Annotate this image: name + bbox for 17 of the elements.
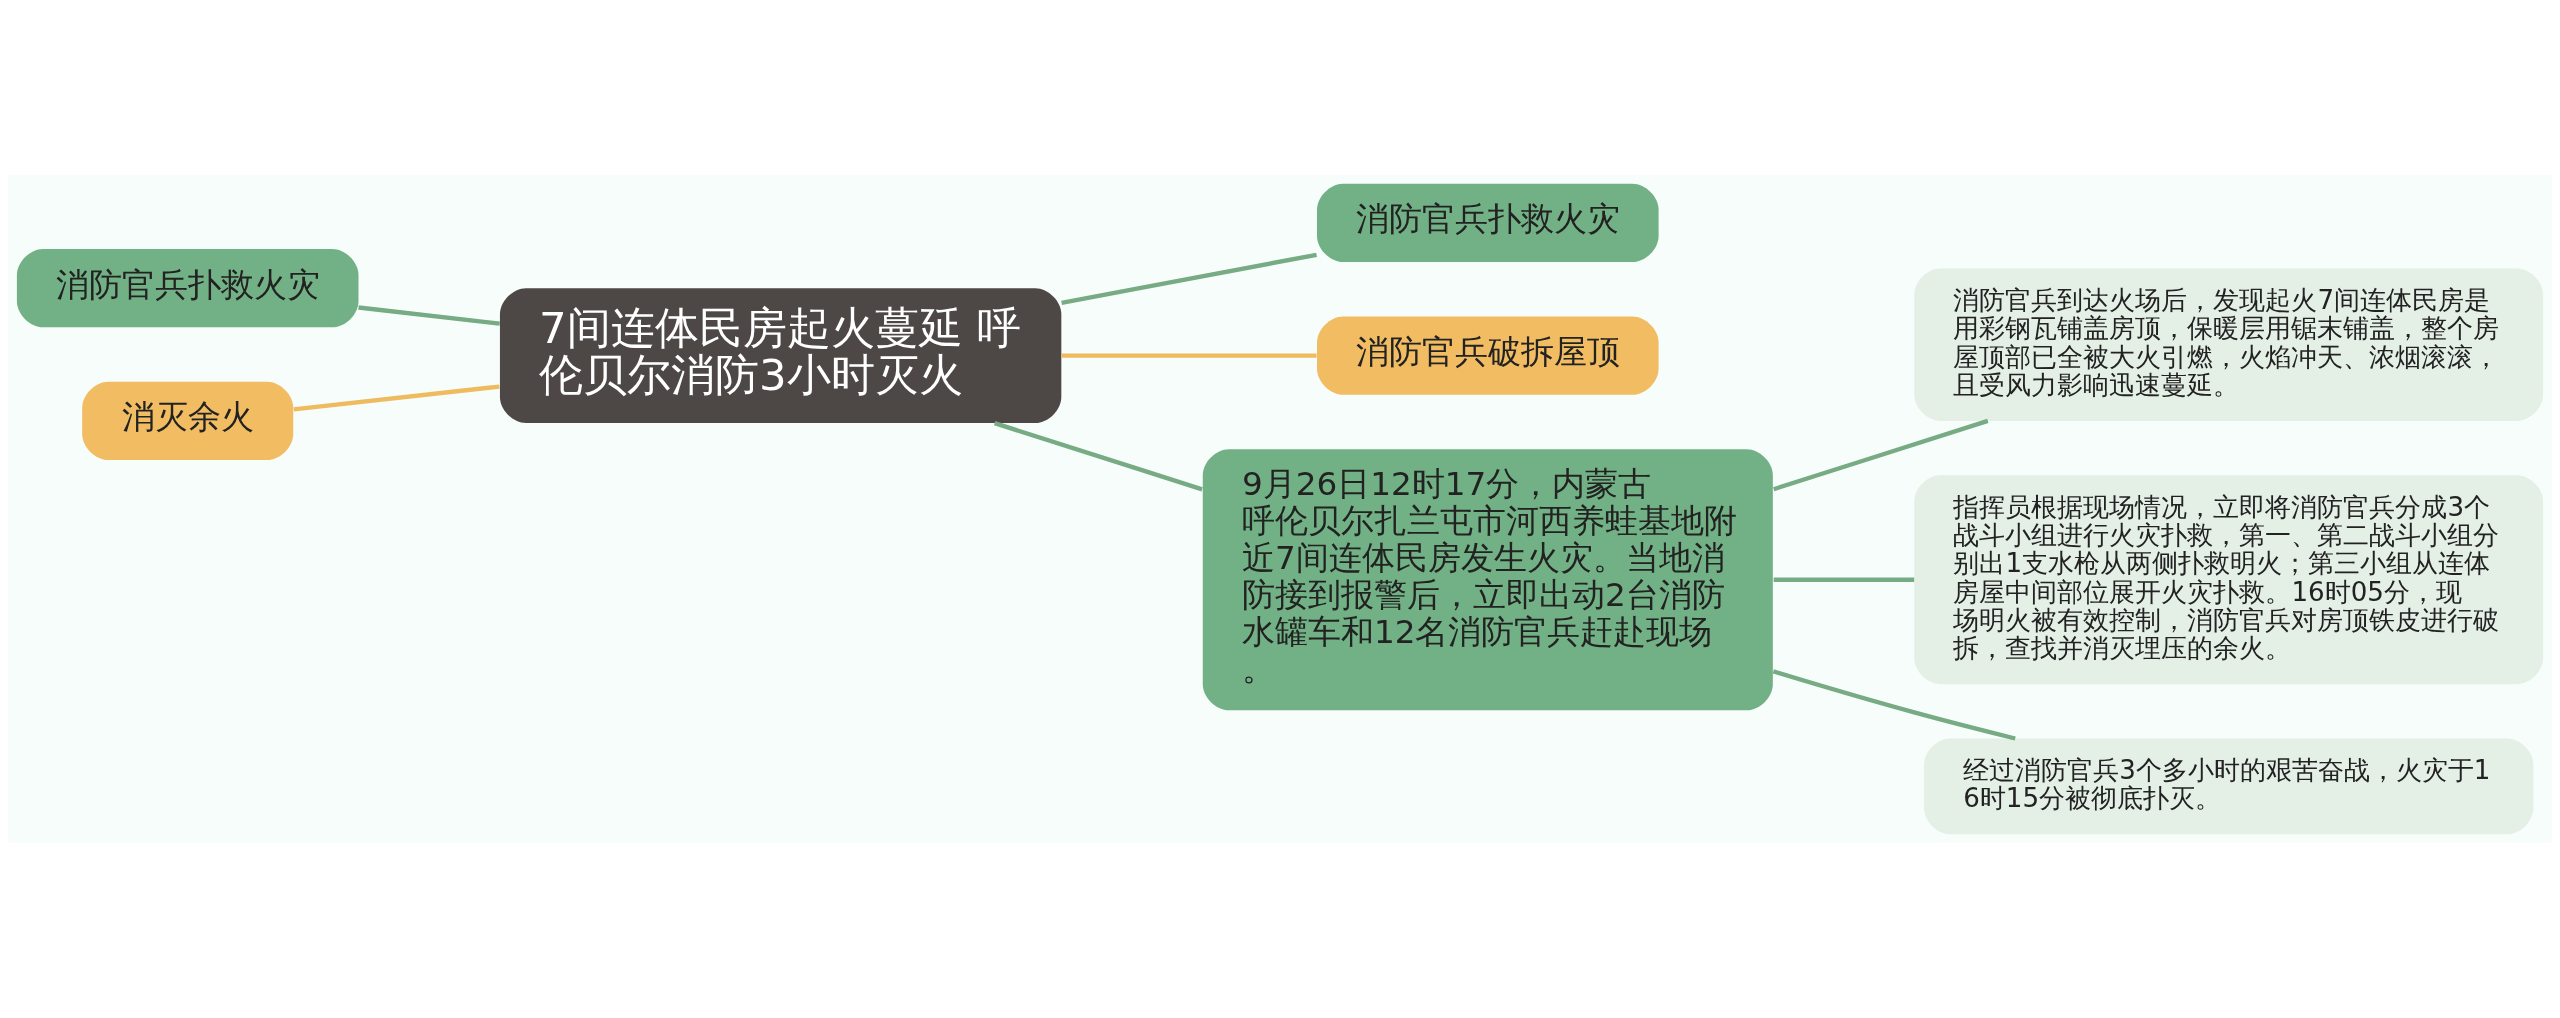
node-box: 消防官兵扑救火灾: [1317, 183, 1659, 263]
node-box: 消灭余火: [82, 381, 294, 461]
node-box: 经过消防官兵3个多小时的艰苦奋战，火灾于16时15分被彻底扑灭。: [1924, 738, 2534, 835]
connector: [1773, 418, 1989, 492]
connector: [1061, 252, 1317, 306]
node-box: 消防官兵到达火场后，发现起火7间连体民房是用彩钢瓦铺盖房顶，保暖层用锯末铺盖，整个房屋顶部已全被大火引燃，火焰冲天、浓烟滚滚，且受风力影响迅速蔓延。: [1914, 268, 2544, 421]
connector: [1772, 669, 2016, 741]
connector: [1773, 577, 1915, 582]
connector: [993, 421, 1203, 492]
connector: [293, 384, 500, 412]
connector: [1061, 353, 1317, 358]
node-box: 7间连体民房起火蔓延 呼伦贝尔消防3小时灭火: [499, 288, 1062, 424]
node-box: 消防官兵破拆屋顶: [1317, 316, 1659, 395]
node-box: 指挥员根据现场情况，立即将消防官兵分成3个战斗小组进行火灾扑救，第一、第二战斗小组分别出1支水枪从两侧扑救明火；第三小组从连体房屋中间部位展开火灾扑救。16时05分，现场明火被有效控制，消防官兵对房顶铁皮进行破拆，查找并消灭埋压的余火。: [1914, 475, 2544, 685]
connector: [358, 305, 500, 326]
node-box: 消防官兵扑救火灾: [16, 249, 359, 328]
node-box: 9月26日12时17分，内蒙古呼伦贝尔扎兰屯市河西养蛙基地附近7间连体民房发生火灾。当地消防接到报警后，立即出动2台消防水罐车和12名消防官兵赶赴现场。: [1202, 449, 1773, 711]
